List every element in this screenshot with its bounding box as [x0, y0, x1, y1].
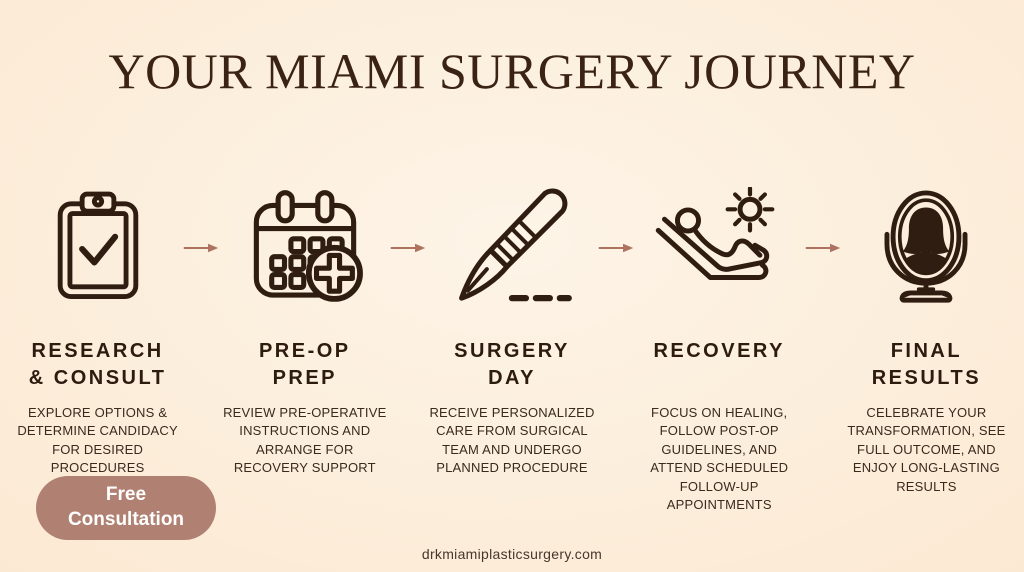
step-title: RESEARCH & CONSULT	[28, 340, 167, 389]
arrow-right-icon	[598, 180, 634, 256]
page-title: YOUR MIAMI SURGERY JOURNEY	[108, 43, 916, 99]
step-recovery: RECOVERY FOCUS ON HEALING, FOLLOW POST-O…	[634, 180, 805, 515]
website-url: drkmiamiplasticsurgery.com	[421, 546, 603, 562]
step-description: REVIEW PRE-OPERATIVE INSTRUCTIONS AND AR…	[223, 405, 387, 476]
step-description: RECEIVE PERSONALIZED CARE FROM SURGICAL …	[429, 405, 595, 476]
step-final-results: FINAL RESULTS CELEBRATE YOUR TRANSFORMAT…	[841, 180, 1012, 496]
arrow-right-icon	[805, 180, 841, 256]
scalpel-icon	[426, 180, 597, 318]
recovery-lounger-sun-icon	[634, 180, 805, 318]
free-consultation-button[interactable]: Free Consultation	[36, 476, 216, 540]
mirror-reflection-icon	[841, 180, 1012, 318]
step-title: PRE-OP PREP	[258, 340, 351, 389]
clipboard-check-icon	[12, 180, 183, 318]
step-description: FOCUS ON HEALING, FOLLOW POST-OP GUIDELI…	[650, 405, 789, 513]
arrow-right-icon	[183, 180, 219, 256]
step-title: RECOVERY	[653, 340, 785, 362]
step-pre-op-prep: PRE-OP PREP REVIEW PRE-OPERATIVE INSTRUC…	[219, 180, 390, 478]
step-title: SURGERY DAY	[454, 340, 570, 389]
step-surgery-day: SURGERY DAY RECEIVE PERSONALIZED CARE FR…	[426, 180, 597, 478]
step-research-consult: RESEARCH & CONSULT EXPLORE OPTIONS & DET…	[12, 180, 183, 478]
arrow-right-icon	[390, 180, 426, 256]
step-description: CELEBRATE YOUR TRANSFORMATION, SEE FULL …	[847, 405, 1006, 494]
journey-steps: RESEARCH & CONSULT EXPLORE OPTIONS & DET…	[12, 180, 1012, 515]
step-description: EXPLORE OPTIONS & DETERMINE CANDIDACY FO…	[17, 405, 178, 476]
calendar-medical-icon	[219, 180, 390, 318]
step-title: FINAL RESULTS	[871, 340, 982, 389]
